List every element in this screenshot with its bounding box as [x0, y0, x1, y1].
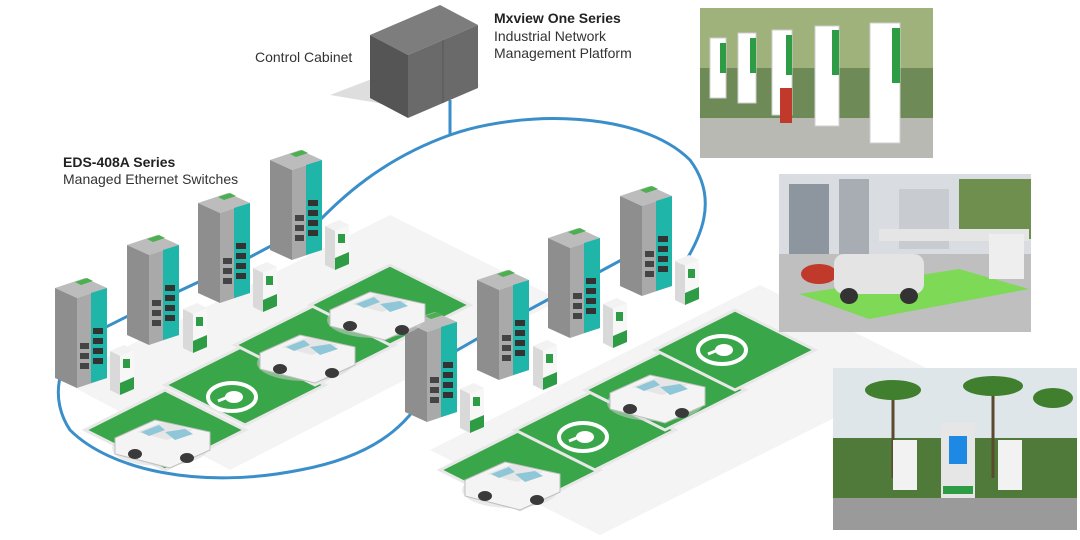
charging-station: [533, 340, 557, 390]
mxview-subtitle-2: Management Platform: [494, 45, 632, 61]
ethernet-switch: [477, 270, 529, 380]
charging-station: [253, 262, 277, 312]
mxview-subtitle-1: Industrial Network: [494, 28, 607, 44]
control-cabinet-illustration: [330, 5, 480, 118]
ethernet-switch: [55, 278, 107, 388]
charging-station: [603, 298, 627, 348]
ethernet-switch: [270, 150, 322, 260]
mxview-title: Mxview One Series: [494, 10, 621, 26]
eds-subtitle: Managed Ethernet Switches: [63, 171, 239, 187]
network-cable: [56, 100, 707, 480]
charging-station: [460, 383, 484, 433]
photo-charging-hub: [779, 174, 1031, 332]
ethernet-switch: [620, 186, 672, 296]
ethernet-switch: [548, 228, 600, 338]
ethernet-switch: [127, 235, 179, 345]
photo-charging-kiosk: [833, 368, 1077, 530]
ethernet-switch: [198, 193, 250, 303]
charging-station: [110, 345, 134, 395]
eds-title: EDS-408A Series: [63, 154, 176, 170]
photo-charger-row: [700, 8, 933, 158]
charging-station: [325, 220, 349, 270]
charging-station: [675, 255, 699, 305]
charging-station: [183, 303, 207, 353]
control-cabinet-label: Control Cabinet: [255, 49, 353, 65]
